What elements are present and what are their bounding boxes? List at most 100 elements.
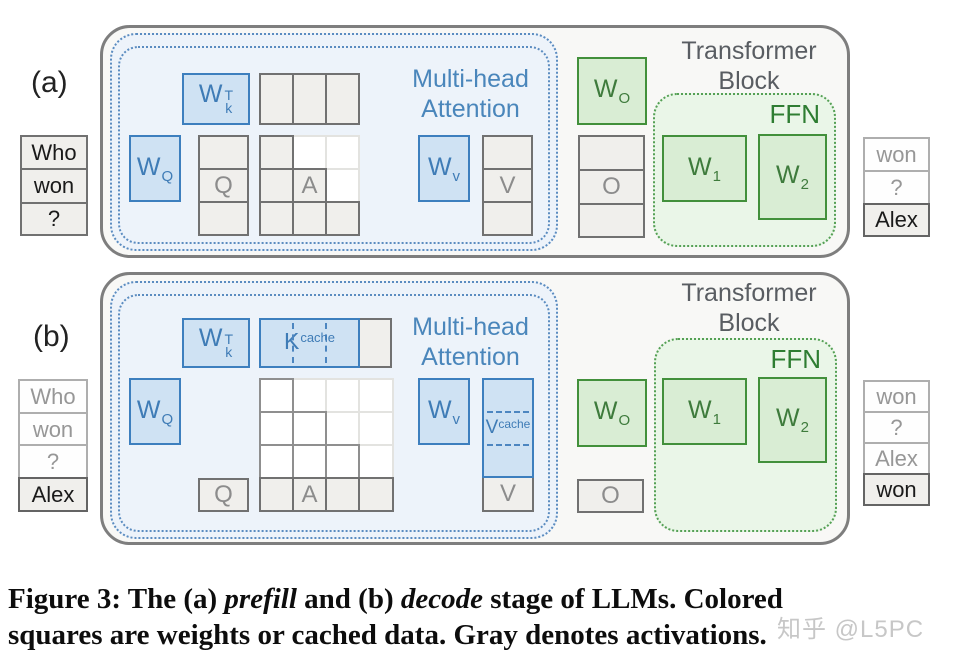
a-label: A [301,480,318,508]
weight-sup: T [224,86,234,103]
weight-sub: k [225,99,233,116]
v-activation-cell [482,135,533,170]
o-label: O [601,482,620,509]
attn-matrix-cell [325,378,360,413]
token-cell: won [863,380,930,413]
token-text: ? [47,206,61,231]
caption-decode-italic: decode [400,583,483,615]
o-label: O [602,173,621,200]
mha-region-inner-border [118,294,550,532]
attn-matrix-cell [358,477,394,512]
token-text: won [876,141,917,167]
token-cell: won [863,137,930,172]
mha-region-inner-border [118,46,550,244]
attn-matrix-cell: A [292,477,327,512]
token-text: ? [890,414,903,440]
weight-sub: 2 [800,176,809,193]
attn-matrix-cell [358,444,394,479]
weight-base: W [776,161,800,189]
caption-prefill-italic: prefill [224,583,297,615]
token-cell: Alex [863,203,930,237]
title-line: Transformer [681,279,817,307]
token-cell: Alex [863,442,930,475]
attn-matrix-cell [259,168,294,203]
attn-matrix-cell [325,444,360,479]
caption-text: Figure 3: The (a) [8,583,225,615]
figure-caption-line-2: squares are weights or cached data. Gray… [8,619,767,651]
v-label: V [499,480,516,507]
attn-matrix-cell [259,135,294,170]
token-cell: won [18,412,88,447]
attn-matrix-cell [259,201,294,236]
weight-sub: v [452,167,461,185]
weight-sub: O [618,90,631,107]
token-text: Who [31,139,77,165]
attn-matrix-cell [325,168,360,203]
token-text: ? [46,449,60,474]
weight-base: W [427,152,452,181]
attn-matrix-cell [292,411,327,446]
token-text: Alex [875,445,918,471]
token-cell: ? [863,411,930,444]
k-new-activation-cell [358,318,392,368]
panel-a-label: (a) [31,66,68,99]
q-activation-cell: Q [198,168,249,203]
attn-matrix-cell [325,477,360,512]
weight-sub: O [618,412,631,429]
transformer-block-title-a: Transformer Block [652,36,846,96]
title-line: Multi-head [412,65,529,93]
weight-base: W [688,395,712,424]
v-new-activation-cell: V [482,476,534,512]
attn-matrix-cell [292,444,327,479]
cache-base: V [485,416,499,438]
watermark: 知乎 @L5PC [777,616,925,643]
caption-text: stage of LLMs. Colored [483,583,783,615]
cache-sup: cache [498,416,531,431]
token-cell: Who [18,379,88,414]
v-activation-cell: V [482,168,533,203]
token-cell: won [863,473,930,506]
attn-matrix-cell [259,444,294,479]
title-line: Block [718,309,780,337]
ffn-label: FFN [769,99,820,129]
attn-matrix-cell [259,477,294,512]
title-line: Multi-head [412,313,529,341]
k-activation-cell [259,73,295,125]
title-line: Block [718,67,780,95]
mha-title-a: Multi-head Attention [398,64,543,124]
weight-sub: 1 [712,167,721,185]
attn-matrix-cell [358,411,394,446]
mha-title-b: Multi-head Attention [398,312,543,372]
q-activation-cell [198,135,249,170]
o-activation-cell: O [578,169,645,205]
v-activation-cell [482,201,533,236]
title-line: Attention [421,95,520,123]
token-text: Who [30,383,76,409]
attn-matrix-cell [325,135,360,170]
attn-matrix-cell: A [292,168,327,203]
attn-matrix-cell [292,378,327,413]
title-line: Transformer [681,37,817,65]
title-line: Attention [421,343,520,371]
q-label: Q [214,481,233,508]
cache-divider [325,323,327,363]
token-text: ? [890,174,903,200]
token-cell: won [20,168,88,204]
